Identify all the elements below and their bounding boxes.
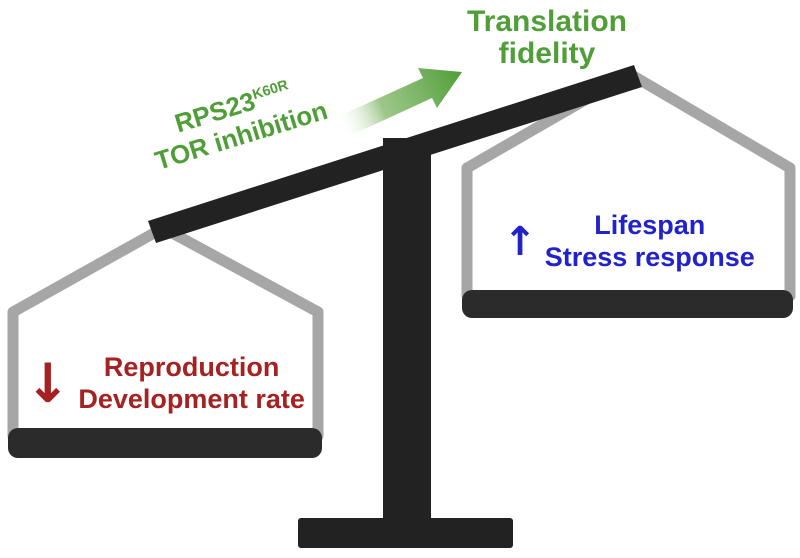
- right-pan-label: ↑ Lifespan Stress response: [465, 210, 793, 274]
- left-pan-text: Reproduction Development rate: [78, 352, 305, 416]
- shift-arrow-icon: [335, 68, 462, 138]
- right-pan-line-2: Stress response: [544, 241, 755, 272]
- right-pan-line-1: Lifespan: [594, 210, 706, 240]
- scale-pillar: [383, 138, 431, 530]
- title-translation-fidelity: Translation fidelity: [442, 5, 652, 71]
- right-pan: [462, 290, 793, 318]
- left-pan-line-2: Development rate: [78, 383, 305, 414]
- left-pan-label: ↓ Reproduction Development rate: [8, 352, 322, 416]
- scale-base: [298, 518, 513, 548]
- title-line-2: fidelity: [498, 37, 596, 71]
- left-pan-hanger: [7, 222, 324, 442]
- decrease-arrow-icon: ↓: [25, 351, 71, 415]
- title-line-1: Translation: [466, 5, 628, 38]
- right-pan-text: Lifespan Stress response: [545, 210, 755, 274]
- increase-arrow-icon: ↑: [503, 218, 537, 265]
- left-pan-line-1: Reproduction: [103, 352, 280, 382]
- scale-beam: [148, 65, 642, 243]
- left-pan: [8, 428, 322, 458]
